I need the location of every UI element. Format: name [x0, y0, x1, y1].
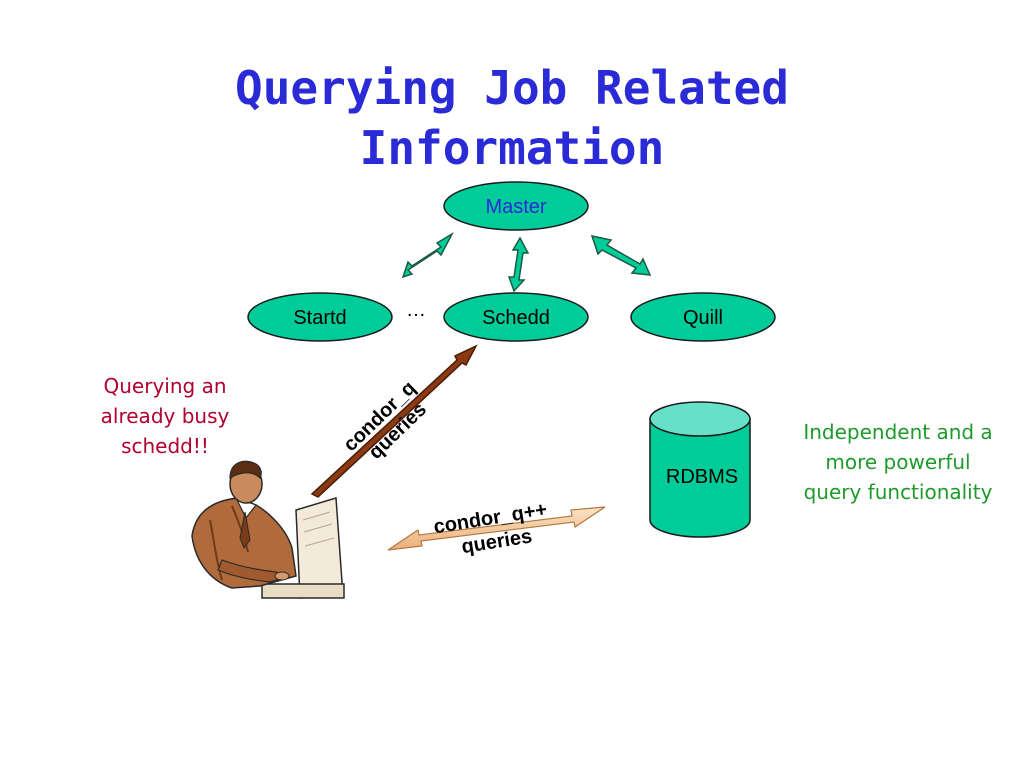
rdbms-label: RDBMS — [666, 466, 738, 488]
slide-title: Querying Job Related Information — [0, 58, 1024, 178]
arrow-master-startd — [401, 231, 454, 279]
independent-query-note-line3: query functionality — [803, 480, 993, 504]
slide-title-line-2: Information — [359, 121, 665, 175]
node-schedd: Schedd — [443, 292, 589, 342]
more-nodes-ellipsis: … — [406, 299, 426, 321]
node-startd-label: Startd — [293, 307, 346, 329]
user-at-computer-icon — [191, 460, 345, 599]
node-master-label: Master — [485, 196, 546, 218]
node-quill: Quill — [630, 292, 776, 342]
condor-q-arrow: condor_q queries — [310, 344, 478, 498]
independent-query-note-line2: more powerful — [825, 450, 971, 474]
node-schedd-label: Schedd — [482, 307, 550, 329]
independent-query-note: Independent and a more powerful query fu… — [778, 417, 1018, 507]
arrow-master-quill — [590, 234, 652, 276]
arrow-master-schedd — [507, 236, 530, 293]
busy-schedd-note-line1: Querying an — [103, 374, 227, 398]
independent-query-note-line1: Independent and a — [803, 420, 993, 444]
busy-schedd-note: Querying an already busy schedd!! — [72, 371, 258, 461]
busy-schedd-note-line2: already busy — [100, 404, 230, 428]
slide-title-line-1: Querying Job Related — [235, 61, 789, 115]
node-startd: Startd — [247, 292, 393, 342]
rdbms-database-cylinder: RDBMS — [649, 401, 751, 538]
node-quill-label: Quill — [683, 307, 723, 329]
condor-qpp-arrow: condor_q++ queries — [387, 499, 606, 558]
busy-schedd-note-line3: schedd!! — [121, 434, 209, 458]
node-master: Master — [443, 181, 589, 231]
